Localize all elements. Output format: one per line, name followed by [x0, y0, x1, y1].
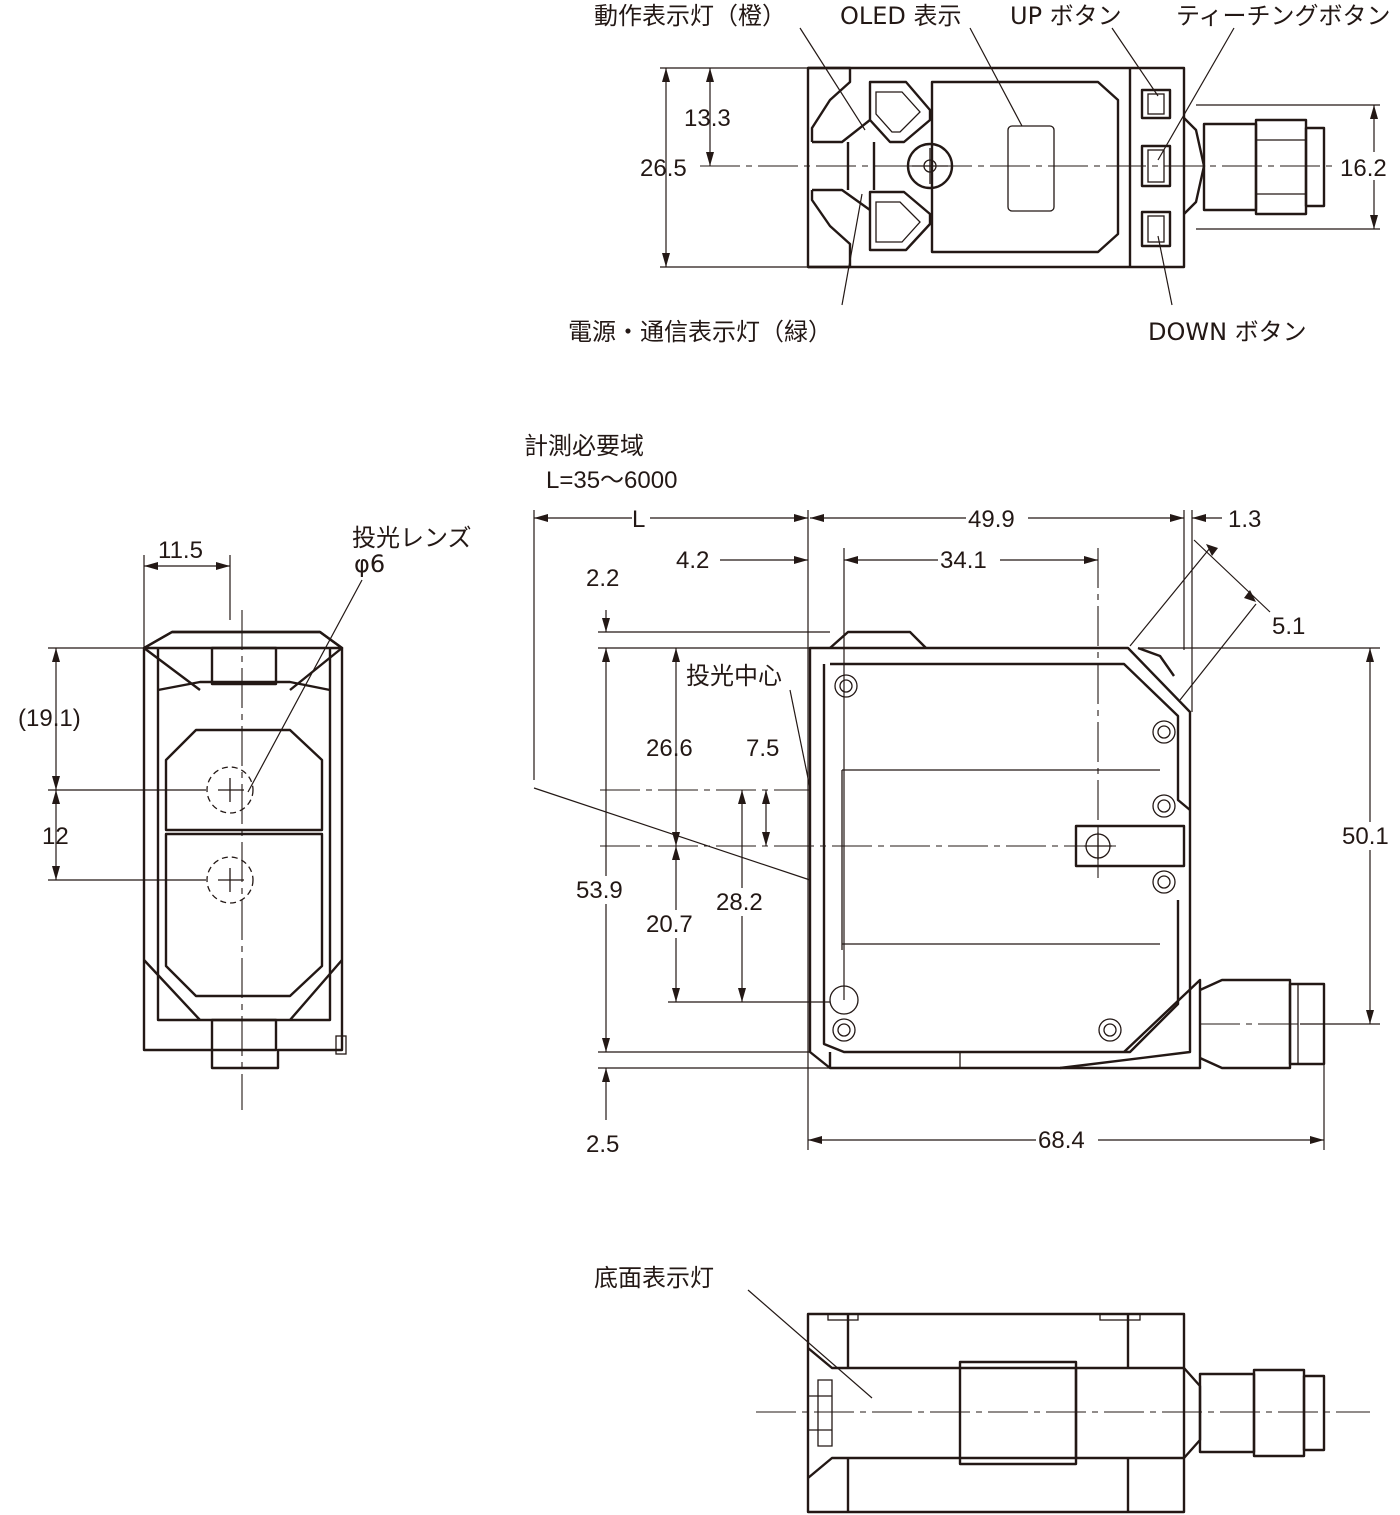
front-view: 投光レンズ φ6 11.5 (19.1) 12	[18, 524, 472, 1110]
oled-display-label: OLED 表示	[840, 2, 962, 30]
upper-lens	[206, 766, 254, 814]
dim-12: 12	[42, 823, 69, 850]
bottom-view-housing	[806, 1312, 1186, 1514]
side-view: 計測必要域 L=35〜6000 投光中心 L 49.9 1.3 4.2 34.1…	[524, 432, 1400, 1158]
down-button-label: DOWN ボタン	[1148, 318, 1307, 346]
dim-26-5: 26.5	[640, 155, 687, 182]
dim-7-5: 7.5	[746, 735, 779, 762]
oled-panel	[930, 80, 1120, 254]
teaching-button-label: ティーチングボタン	[1176, 2, 1391, 30]
bottom-connector	[1302, 1374, 1326, 1452]
dim-53-9: 53.9	[576, 877, 623, 904]
dim-1-3: 1.3	[1228, 506, 1261, 533]
dim-13-3: 13.3	[684, 105, 731, 132]
dim-2-5: 2.5	[586, 1131, 619, 1158]
dim-20-7: 20.7	[646, 911, 693, 938]
dim-2-2: 2.2	[586, 565, 619, 592]
dim-26-6: 26.6	[646, 735, 693, 762]
down-button-shape	[1140, 210, 1172, 248]
dim-L: L	[632, 506, 645, 533]
lower-lens	[206, 856, 254, 904]
lower-lens-window	[164, 832, 324, 998]
emit-center-label: 投光中心	[686, 662, 782, 690]
measure-range-title: 計測必要域	[524, 432, 644, 460]
dim-16-2: 16.2	[1340, 155, 1387, 182]
up-button-shape	[1140, 88, 1172, 120]
up-button-label: UP ボタン	[1010, 2, 1122, 30]
lens-label: 投光レンズ	[352, 524, 472, 552]
dim-5-1: 5.1	[1272, 613, 1305, 640]
dim-50-1: 50.1	[1342, 823, 1389, 850]
top-view-housing	[806, 66, 1186, 269]
dim-34-1: 34.1	[940, 547, 987, 574]
measure-range-value: L=35〜6000	[546, 467, 677, 494]
side-view-housing	[808, 646, 1192, 1070]
operation-indicator-label: 動作表示灯（橙）	[594, 2, 786, 30]
front-view-housing	[142, 630, 344, 1070]
dim-4-2: 4.2	[676, 547, 709, 574]
dim-68-4: 68.4	[1038, 1127, 1085, 1154]
lens-diameter-label: φ6	[354, 550, 385, 578]
power-comm-indicator-label: 電源・通信表示灯（緑）	[568, 318, 832, 346]
upper-lens-window	[164, 728, 324, 832]
dim-19-1: (19.1)	[18, 705, 81, 732]
bottom-indicator-label: 底面表示灯	[594, 1264, 714, 1292]
dim-11-5: 11.5	[158, 537, 203, 564]
bottom-view: 底面表示灯	[594, 1264, 1370, 1514]
top-connector	[1202, 122, 1258, 212]
top-view: 動作表示灯（橙） OLED 表示 UP ボタン ティーチングボタン 電源・通信表…	[568, 2, 1400, 346]
dim-28-2: 28.2	[716, 889, 763, 916]
dim-49-9: 49.9	[968, 506, 1015, 533]
oled-screen	[1007, 125, 1055, 212]
